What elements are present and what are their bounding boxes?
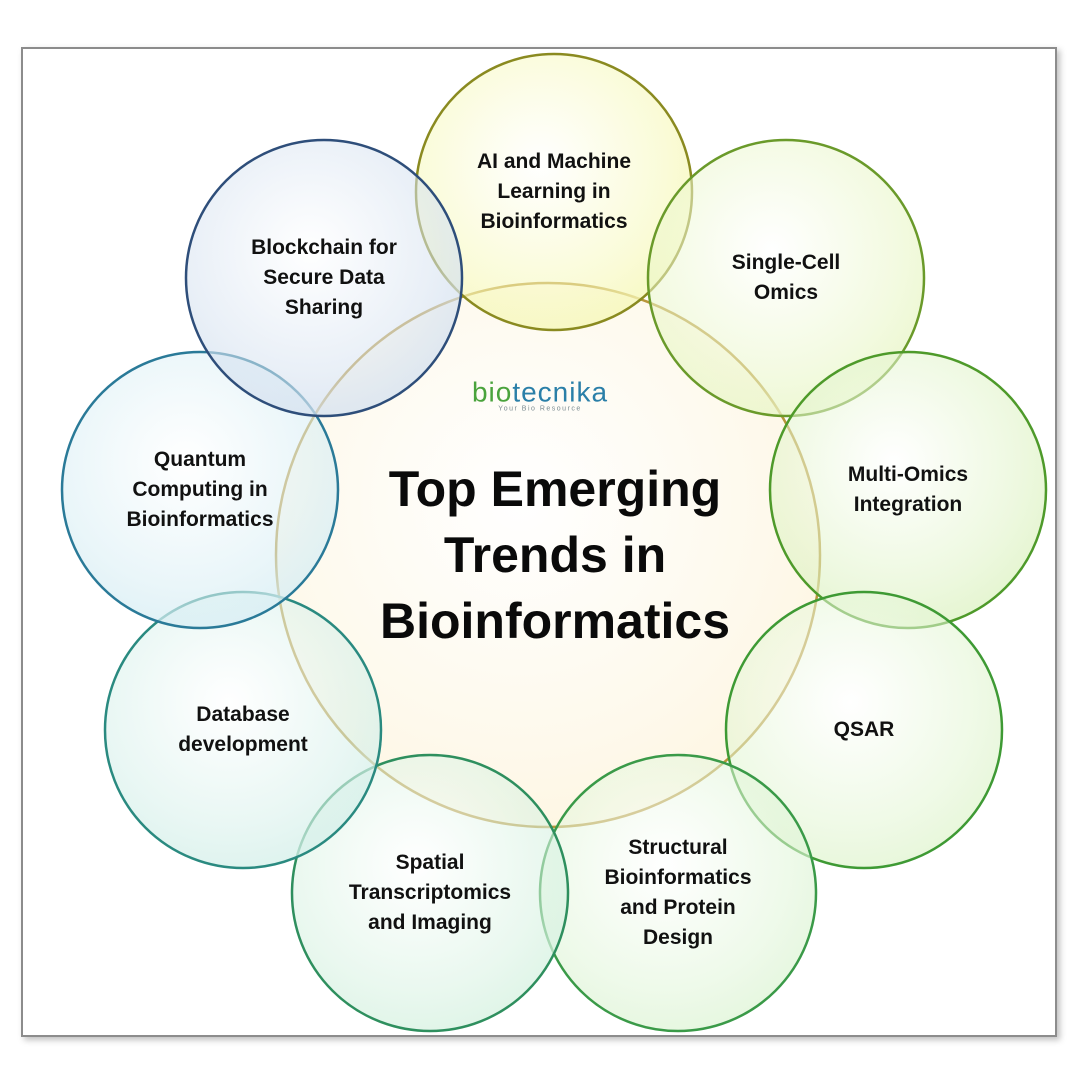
node-label-database: Database development xyxy=(178,700,308,760)
biotecnika-logo: biotecnika Your Bio Resource xyxy=(471,376,609,413)
node-label-line: Design xyxy=(642,926,713,949)
node-label-line: Quantum xyxy=(153,448,247,471)
node-label-line: Blockchain for xyxy=(251,236,397,259)
center-title-line-2: Trends in xyxy=(443,527,667,583)
node-label-line: and Imaging xyxy=(368,911,492,934)
node-circle-spatial xyxy=(290,753,570,1033)
node-label-line: Integration xyxy=(853,493,963,516)
node-label-line: AI and Machine xyxy=(476,150,632,173)
node-label-line: Omics xyxy=(753,281,819,304)
node-label-line: Database xyxy=(196,703,290,726)
center-title: Top Emerging Trends in Bioinformatics xyxy=(345,456,765,654)
node-label-qsar: QSAR xyxy=(834,715,895,745)
node-label-line: Bioinformatics xyxy=(604,866,752,889)
node-circle-single-cell xyxy=(646,138,926,418)
node-label-line: and Protein xyxy=(620,896,736,919)
node-circle-blockchain xyxy=(184,138,464,418)
node-label-line: Bioinformatics xyxy=(126,508,274,531)
logo-text-tecnika: tecnika xyxy=(512,376,609,408)
node-circle-quantum xyxy=(60,350,340,630)
center-title-line-1: Top Emerging xyxy=(388,461,722,517)
node-label-line: Bioinformatics xyxy=(480,210,628,233)
node-label-line: Sharing xyxy=(284,296,364,319)
logo-text-bio: bio xyxy=(471,376,513,408)
node-label-line: Computing in xyxy=(132,478,268,501)
node-label-line: QSAR xyxy=(833,718,895,741)
node-label-line: Structural xyxy=(628,836,728,859)
node-label-line: Transcriptomics xyxy=(348,881,512,904)
node-label-line: Secure Data xyxy=(263,266,385,289)
node-circle-qsar xyxy=(724,590,1004,870)
logo-tagline: Your Bio Resource xyxy=(498,405,582,413)
node-label-line: Spatial xyxy=(395,851,465,874)
node-label-line: Learning in xyxy=(497,180,611,203)
node-label-line: development xyxy=(178,733,308,756)
node-label-line: Single-Cell xyxy=(731,251,841,274)
node-label-line: Multi-Omics xyxy=(847,463,969,486)
center-title-line-3: Bioinformatics xyxy=(379,593,731,649)
